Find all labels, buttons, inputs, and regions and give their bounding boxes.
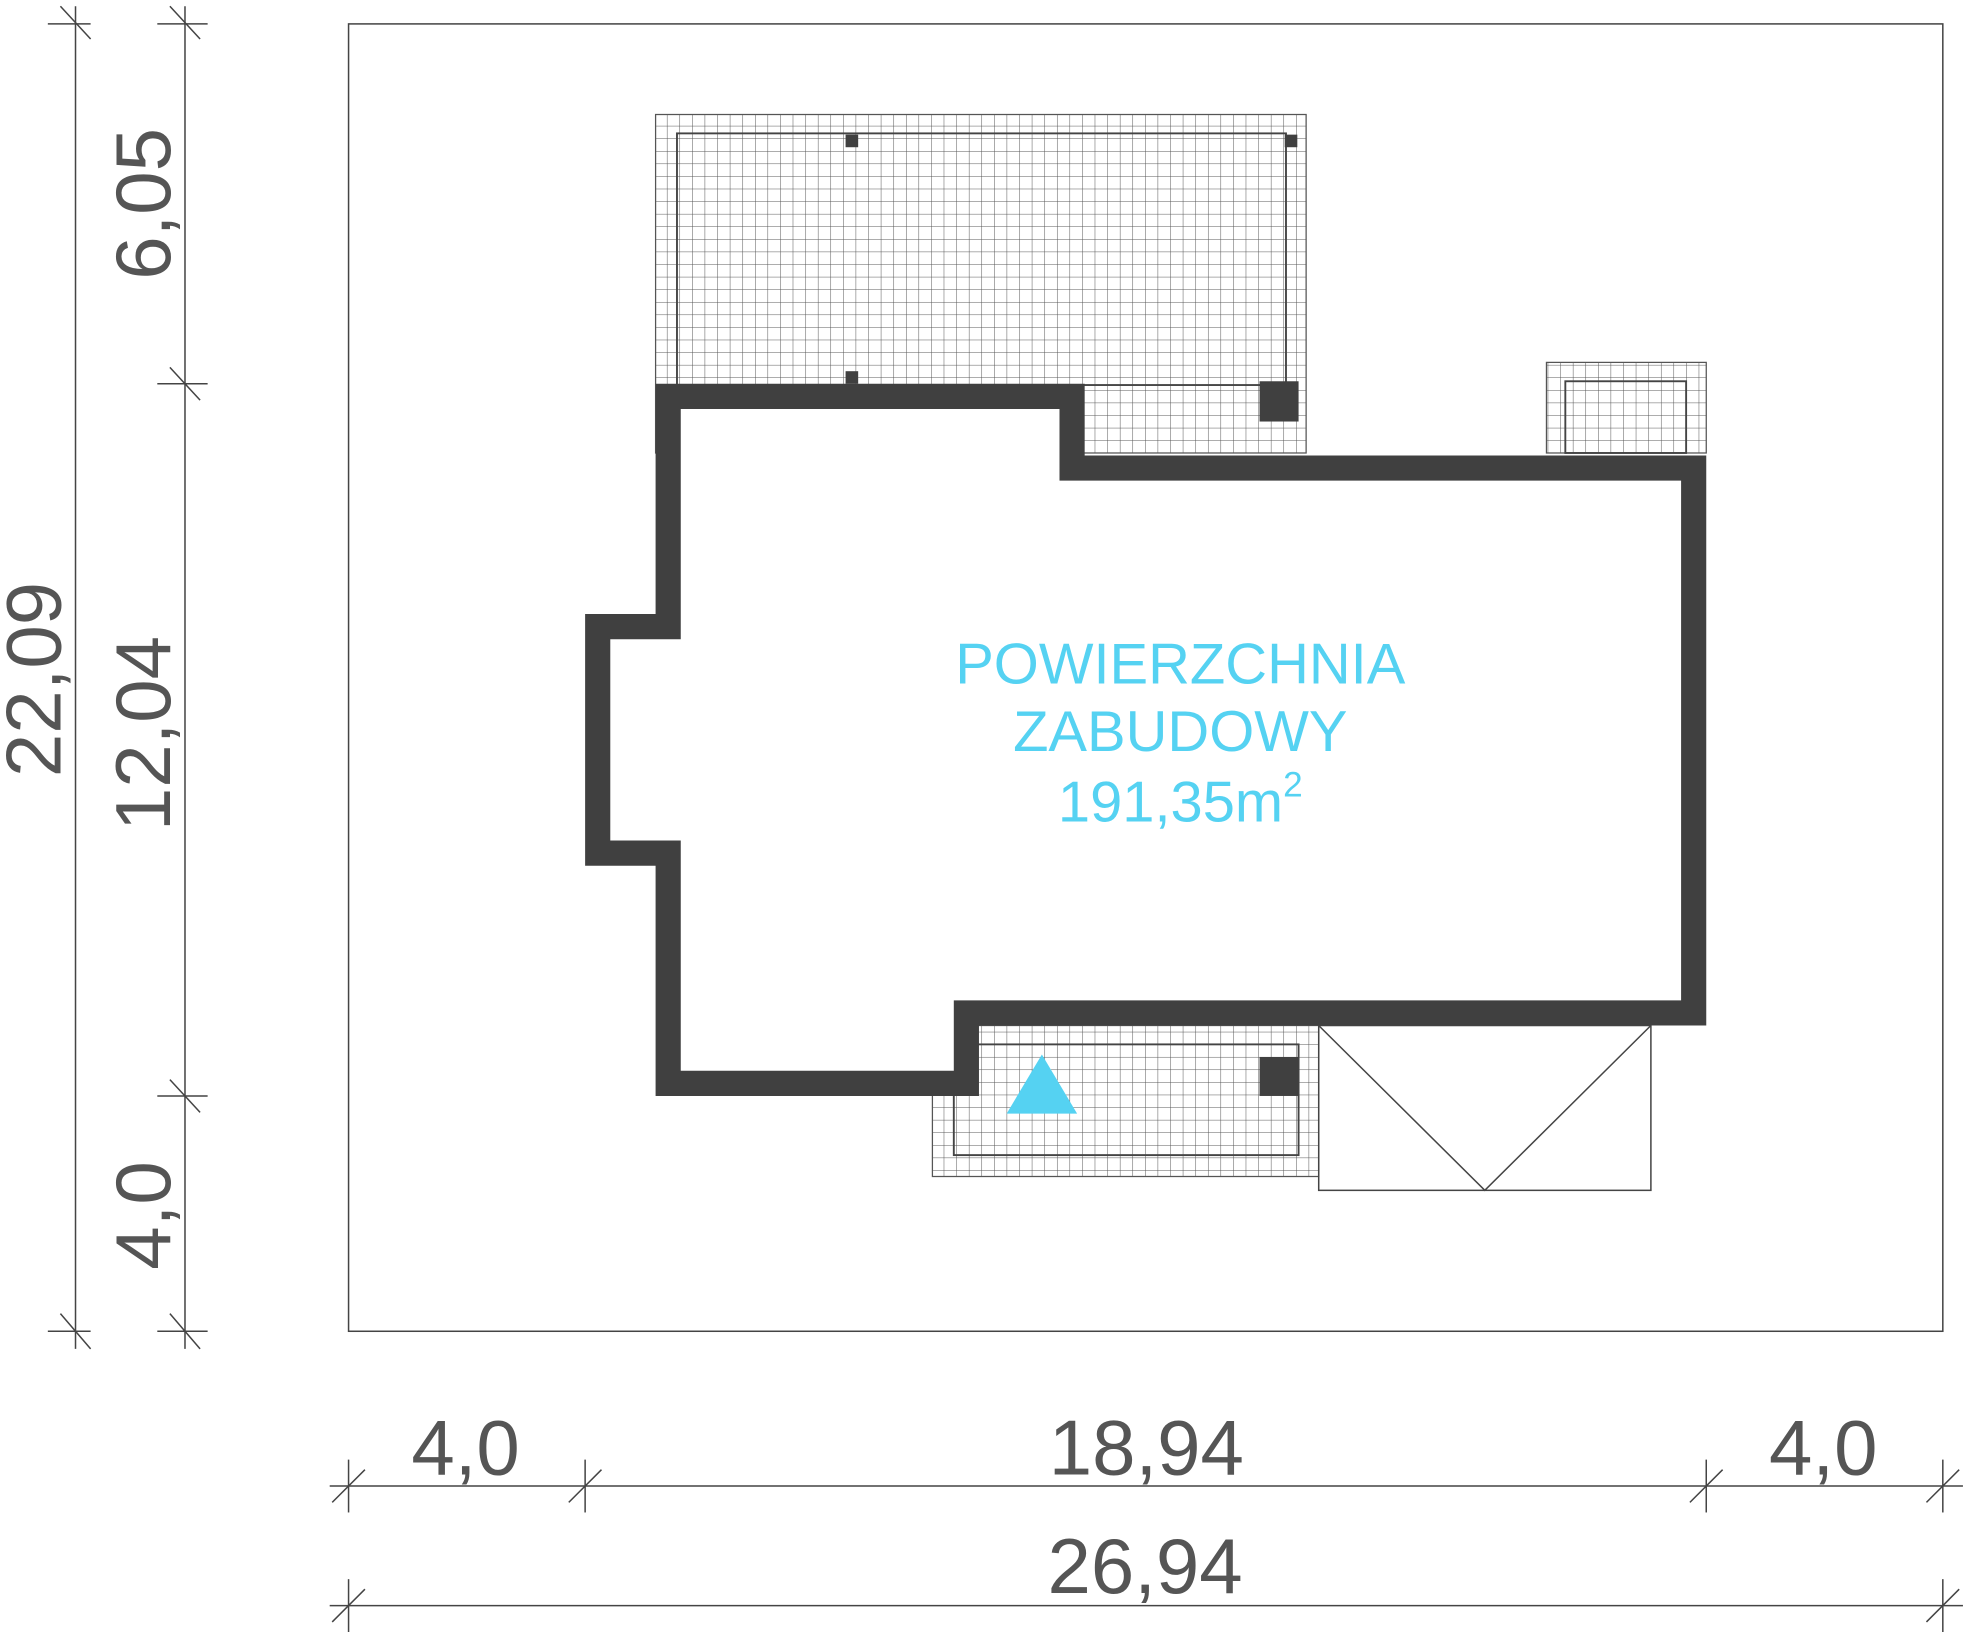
- dim-horizontal-total: 26,94: [1047, 1522, 1242, 1610]
- area-unit-superscript: 2: [1283, 765, 1303, 804]
- terrace-entrance: [931, 1024, 1320, 1178]
- terrace-small: [1545, 361, 1707, 454]
- plot-boundary: [347, 23, 1944, 1333]
- entrance-triangle-icon: [1006, 1054, 1078, 1114]
- dim-horizontal-left: 4,0: [411, 1404, 519, 1492]
- dim-vertical-total: 22,09: [0, 582, 77, 777]
- building-outline: [585, 383, 1707, 1096]
- dim-horizontal-right: 4,0: [1769, 1404, 1877, 1492]
- vertical-dimension-total: [47, 5, 92, 1350]
- horizontal-dimension-chain: [329, 1459, 1963, 1513]
- area-label-line1: POWIERZCHNIA: [955, 632, 1406, 696]
- carport: [1317, 1024, 1652, 1192]
- vertical-dimension-chain: [157, 5, 208, 1350]
- dim-vertical-middle: 12,04: [99, 636, 187, 831]
- horizontal-dimension-total: [329, 1579, 1963, 1632]
- area-value: 191,35m2: [1058, 765, 1303, 834]
- area-label-line2: ZABUDOWY: [1013, 700, 1347, 764]
- dim-horizontal-middle: 18,94: [1049, 1404, 1244, 1492]
- dim-vertical-bottom: 4,0: [99, 1161, 187, 1269]
- area-number: 191,35m: [1058, 771, 1283, 835]
- dim-vertical-top: 6,05: [99, 128, 187, 280]
